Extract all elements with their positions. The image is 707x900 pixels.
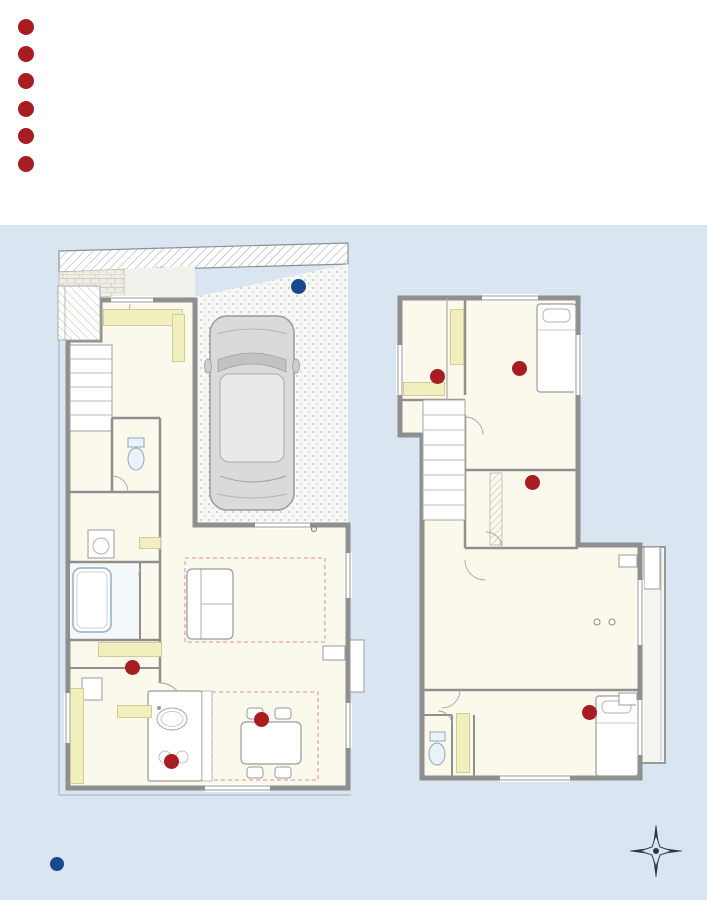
marker-1 — [164, 754, 179, 769]
closet-label — [450, 309, 464, 365]
storage-label — [403, 382, 445, 396]
toilet-icon — [428, 731, 446, 766]
storage-g-label — [117, 705, 152, 718]
dining-table-icon — [240, 707, 302, 779]
feature-number-badge — [18, 100, 34, 117]
stairs-down-icon — [422, 399, 466, 521]
compass — [628, 823, 684, 884]
floorplan-2f — [390, 285, 690, 795]
entrance-label — [103, 309, 183, 326]
feature-item — [18, 40, 42, 67]
feature-list — [18, 13, 42, 177]
door-arcs-2f — [437, 416, 503, 726]
pantry-label — [98, 642, 162, 657]
feature-number-badge — [18, 73, 34, 90]
feature-item — [18, 13, 42, 40]
floorplan-2f-drawing — [396, 294, 666, 782]
stairs-up-icon — [69, 344, 113, 432]
sofa-icon — [186, 568, 234, 640]
faucet-icon — [311, 526, 317, 532]
feature-number-badge — [18, 46, 34, 63]
feature-item — [18, 95, 42, 122]
ac-unit-icon — [322, 645, 346, 661]
entrance-door-icon — [111, 296, 153, 304]
wic-hanger-strip — [489, 472, 503, 546]
storage-label — [139, 537, 161, 549]
road-band — [58, 242, 349, 273]
feature-item — [18, 123, 42, 150]
drying-hooks-icon — [593, 618, 616, 626]
feature-number-badge — [18, 155, 34, 172]
marker-3 — [254, 712, 269, 727]
toilet-icon — [127, 437, 145, 471]
feature-item — [18, 150, 42, 177]
ac-unit-icon — [618, 692, 638, 706]
shoes-box-label — [172, 314, 185, 362]
closet-label — [456, 713, 470, 773]
bathtub-icon — [70, 564, 138, 638]
bed-icon — [595, 695, 639, 777]
car-icon — [204, 315, 300, 511]
porch-steps — [57, 285, 101, 341]
outdoor-unit-icon — [349, 639, 365, 693]
bed-icon — [536, 303, 577, 393]
marker-5 — [582, 705, 597, 720]
marker-5 — [512, 361, 527, 376]
washer-icon — [87, 529, 115, 559]
outdoor-unit-icon — [643, 546, 661, 590]
floor-heater-zone — [184, 557, 326, 643]
floorplan-1f — [55, 238, 367, 816]
marker-4 — [525, 475, 540, 490]
windows-2f — [396, 294, 644, 782]
interior-walls-1f — [68, 416, 162, 683]
ac-unit-icon — [618, 554, 638, 568]
marker-2 — [125, 660, 140, 675]
floorplan-1f-drawing — [57, 242, 365, 796]
interior-walls-2f — [400, 298, 640, 778]
kitchen-sink-icon — [147, 690, 213, 782]
floorplan-panel — [0, 225, 707, 900]
legal-note — [50, 857, 69, 871]
site-marker-1 — [291, 279, 306, 294]
compass-rose-icon — [629, 824, 683, 878]
feature-number-badge — [18, 128, 34, 145]
marker-6 — [430, 369, 445, 384]
note-number-badge — [50, 857, 64, 871]
feature-number-badge — [18, 18, 34, 35]
feature-item — [18, 68, 42, 95]
service-counter-label — [70, 688, 84, 784]
refrigerator-icon — [81, 677, 103, 701]
